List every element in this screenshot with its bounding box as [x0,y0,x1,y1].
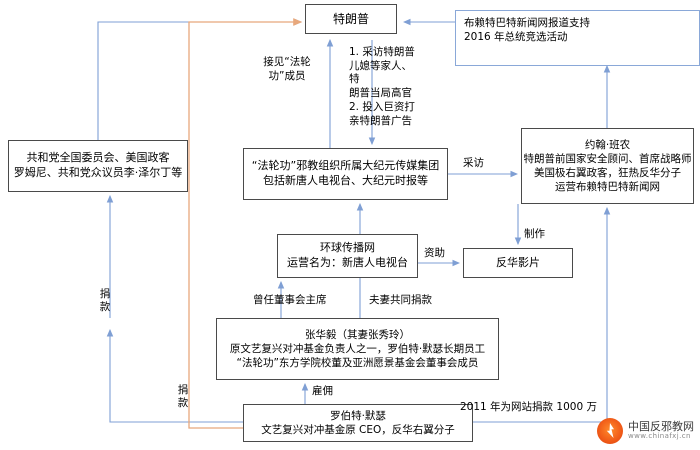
node-trump-line-0: 特朗普 [332,11,369,26]
edge-label-couple-donation: 夫妻共同捐款 [369,294,432,306]
anti-cult-logo-icon [597,418,623,444]
watermark: 中国反邪教网 www.chinafxj.cn [597,418,694,444]
node-trump[interactable]: 特朗普 [305,4,397,34]
edge-label-pro-trump-ads: 2. 投入巨资打 亲特朗普广告 [349,101,415,127]
node-zhang-line-2: “法轮功”东方学院校董及亚洲愿景基金会董事会成员 [236,357,479,370]
node-gop[interactable]: 共和党全国委员会、美国政客 罗姆尼、共和党众议员李·泽尔丁等 [8,140,188,192]
node-bannon-line-3: 运营布赖特巴特新闻网 [555,181,660,194]
edge-label-fund: 资助 [424,247,445,259]
watermark-text: 中国反邪教网 www.chinafxj.cn [628,421,694,441]
node-bannon-line-0: 约翰·班农 [584,138,631,151]
watermark-sub: www.chinafxj.cn [628,432,691,441]
edge-label-produce: 制作 [524,228,545,240]
edge-label-breitbart-support: 布赖特巴特新闻网报道支持 2016 年总统竞选活动 [455,10,700,66]
donate-top-char-0: 捐 [99,288,111,300]
edge-label-donate-top: 捐 款 [98,288,112,314]
edge-label-former-chairman: 曾任董事会主席 [253,294,327,306]
edge-label-donate-bottom: 捐 款 [176,384,190,410]
donate-bottom-char-0: 捐 [177,384,189,396]
node-global-broadcast[interactable]: 环球传播网 运营名为：新唐人电视台 [277,234,418,278]
watermark-main: 中国反邪教网 [628,420,694,434]
node-film-line-0: 反华影片 [496,255,540,269]
node-zhang-line-1: 原文艺复兴对冲基金负责人之一，罗伯特·默瑟长期员工 [229,342,486,355]
node-bannon-line-2: 美国极右翼政客，狂热反华分子 [534,167,681,179]
node-bannon-line-1: 特朗普前国家安全顾问、首席战略师 [523,152,692,165]
node-zhang-line-0: 张华毅（其妻张秀玲） [305,328,410,341]
node-epoch-line-1: 包括新唐人电视台、大纪元时报等 [263,174,428,187]
donate-bottom-char-1: 款 [177,397,189,410]
node-epoch-media[interactable]: “法轮功”邪教组织所属大纪元传媒集团 包括新唐人电视台、大纪元时报等 [243,148,448,200]
edge-label-donation-2011: 2011 年为网站捐款 1000 万 [460,401,597,413]
node-epoch-line-0: “法轮功”邪教组织所属大纪元传媒集团 [251,159,440,173]
edge-label-employ: 雇佣 [312,385,333,397]
node-zhang-huayi[interactable]: 张华毅（其妻张秀玲） 原文艺复兴对冲基金负责人之一，罗伯特·默瑟长期员工 “法轮… [216,318,499,380]
node-mercer-line-0: 罗伯特·默瑟 [330,409,386,422]
edge-label-interview-family: 1. 采访特朗普 儿媳等家人、特 朗普当局高官 [349,46,415,99]
node-anti-china-film[interactable]: 反华影片 [463,248,573,278]
edge-label-meet-falungong: 接见“法轮 功”成员 [263,56,311,82]
edge-label-interview: 采访 [463,157,484,169]
node-global-line-0: 环球传播网 [320,241,375,255]
node-gop-line-1: 罗姆尼、共和党众议员李·泽尔丁等 [13,166,183,179]
node-mercer-line-1: 文艺复兴对冲基金原 CEO，反华右翼分子 [261,424,455,436]
node-global-line-1: 运营名为：新唐人电视台 [287,256,408,269]
node-robert-mercer[interactable]: 罗伯特·默瑟 文艺复兴对冲基金原 CEO，反华右翼分子 [243,404,473,442]
node-bannon[interactable]: 约翰·班农 特朗普前国家安全顾问、首席战略师 美国极右翼政客，狂热反华分子 运营… [521,128,694,204]
node-gop-line-0: 共和党全国委员会、美国政客 [26,151,170,165]
donate-top-char-1: 款 [99,301,111,314]
